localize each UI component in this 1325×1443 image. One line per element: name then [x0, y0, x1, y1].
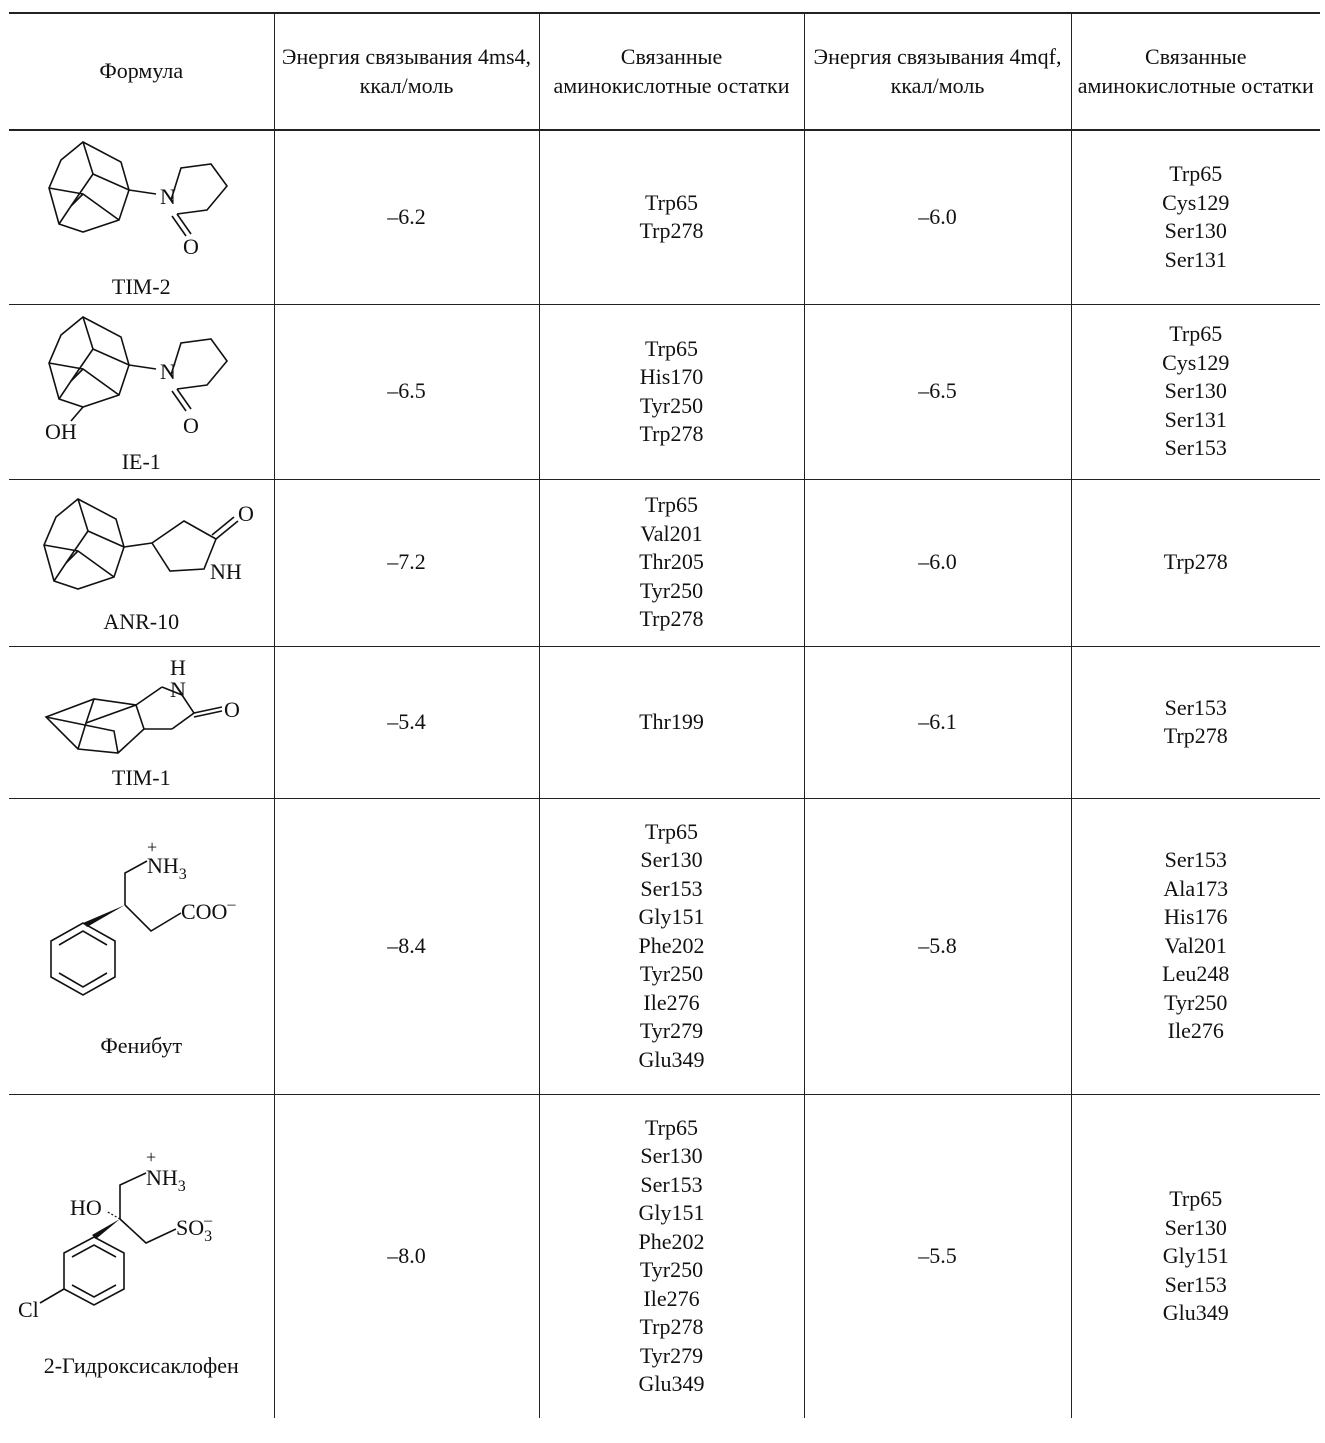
atom-o: O — [183, 413, 199, 438]
atom-n: N — [160, 184, 176, 209]
atom-cl: Cl — [18, 1297, 39, 1322]
atom-nh3: NH3 — [147, 853, 187, 883]
charge-plus: + — [147, 837, 157, 857]
compound-name: TIM-1 — [111, 765, 171, 790]
residues-4ms4: Trp65 Val201 Thr205 Tyr250 Trp278 — [538, 479, 804, 647]
structure-phenibut: + NH3 COO– — [50, 837, 237, 996]
energy-4ms4: –8.4 — [273, 798, 539, 1095]
atom-o: O — [183, 234, 199, 259]
energy-4ms4: –6.5 — [273, 304, 539, 480]
atom-h: H — [170, 655, 186, 680]
energy-4ms4: –6.2 — [273, 130, 539, 305]
compound-name: IE-1 — [121, 448, 161, 474]
atom-nh3: NH3 — [146, 1165, 186, 1195]
structure-tim-1: H N O — [44, 655, 240, 754]
residues-4ms4: Trp65 Ser130 Ser153 Gly151 Phe202 Tyr250… — [538, 1094, 804, 1418]
cropped-caption-strip — [0, 0, 1325, 6]
table-row: H N O TIM-1 –5.4 Thr199 –6.1 Ser153 Trp2… — [9, 646, 1320, 799]
table-row: + NH3 HO SO3– Cl 2-Гидроксисаклофен –8.0… — [9, 1094, 1320, 1418]
structure-tim-2: N O — [48, 141, 229, 259]
residues-4mqf: Trp65 Ser130 Gly151 Ser153 Glu349 — [1070, 1094, 1320, 1418]
residues-4ms4: Trp65 His170 Tyr250 Trp278 — [538, 304, 804, 480]
residues-4ms4: Thr199 — [538, 646, 804, 799]
energy-4ms4: –7.2 — [273, 479, 539, 647]
energy-4mqf: –6.1 — [803, 646, 1071, 799]
header-energy-4mqf: Энергия связывания 4mqf, ккал/моль — [803, 12, 1071, 131]
table-row: N O OH IE-1 –6.5 Trp65 His170 Tyr250 Trp… — [9, 304, 1320, 480]
table-row: + NH3 COO– Фенибут –8.4 Trp65 Ser130 Ser… — [9, 798, 1320, 1095]
atom-n: N — [160, 359, 176, 384]
header-formula: Формула — [9, 12, 274, 131]
formula-cell: H N O TIM-1 — [9, 646, 274, 799]
header-energy-4ms4: Энергия связывания 4ms4, ккал/моль — [273, 12, 539, 131]
structure-2-hydroxysaclofen: + NH3 HO SO3– Cl — [18, 1147, 213, 1322]
residues-4mqf: Trp65 Cys129 Ser130 Ser131 — [1070, 130, 1320, 305]
residues-4ms4: Trp65 Ser130 Ser153 Gly151 Phe202 Tyr250… — [538, 798, 804, 1095]
energy-4ms4: –5.4 — [273, 646, 539, 799]
energy-4ms4: –8.0 — [273, 1094, 539, 1418]
residues-4mqf: Ser153 Ala173 His176 Val201 Leu248 Tyr25… — [1070, 798, 1320, 1095]
structure-ie-1: N O OH — [45, 315, 229, 444]
formula-cell: N O TIM-2 — [9, 130, 274, 305]
atom-oh: OH — [45, 419, 77, 444]
table-row: N O TIM-2 –6.2 Trp65 Trp278 –6.0 Trp65 C… — [9, 130, 1320, 305]
energy-4mqf: –6.5 — [803, 304, 1071, 480]
formula-cell: O NH ANR-10 — [9, 479, 274, 647]
residues-4mqf: Ser153 Trp278 — [1070, 646, 1320, 799]
atom-ho: HO — [70, 1195, 102, 1220]
atom-nh: NH — [210, 559, 242, 584]
atom-coo: COO– — [181, 896, 236, 924]
atom-n: N — [170, 677, 186, 702]
table-row: O NH ANR-10 –7.2 Trp65 Val201 Thr205 Tyr… — [9, 479, 1320, 647]
formula-cell: + NH3 HO SO3– Cl 2-Гидроксисаклофен — [9, 1094, 274, 1418]
charge-plus: + — [146, 1147, 156, 1167]
atom-o: O — [238, 501, 254, 526]
residues-4mqf: Trp278 — [1070, 479, 1320, 647]
compound-name: 2-Гидроксисаклофен — [43, 1353, 239, 1379]
residues-4mqf: Trp65 Cys129 Ser130 Ser131 Ser153 — [1070, 304, 1320, 480]
compound-name: Фенибут — [100, 1033, 183, 1058]
energy-4mqf: –6.0 — [803, 479, 1071, 647]
compound-name: ANR-10 — [103, 608, 180, 634]
compound-name: TIM-2 — [111, 274, 171, 300]
atom-so3: SO3– — [176, 1212, 213, 1245]
energy-4mqf: –5.8 — [803, 798, 1071, 1095]
formula-cell: N O OH IE-1 — [9, 304, 274, 480]
atom-o: O — [224, 697, 240, 722]
header-residues-4mqf: Связанные аминокислотные остатки — [1070, 12, 1320, 131]
formula-cell: + NH3 COO– Фенибут — [9, 798, 274, 1095]
header-residues-4ms4: Связанные аминокислотные остатки — [538, 12, 804, 131]
structure-anr-10: O NH — [43, 497, 254, 590]
header-row: Формула Энергия связывания 4ms4, ккал/мо… — [9, 12, 1320, 131]
energy-4mqf: –6.0 — [803, 130, 1071, 305]
energy-4mqf: –5.5 — [803, 1094, 1071, 1418]
docking-results-table: Формула Энергия связывания 4ms4, ккал/мо… — [9, 12, 1320, 1418]
residues-4ms4: Trp65 Trp278 — [538, 130, 804, 305]
